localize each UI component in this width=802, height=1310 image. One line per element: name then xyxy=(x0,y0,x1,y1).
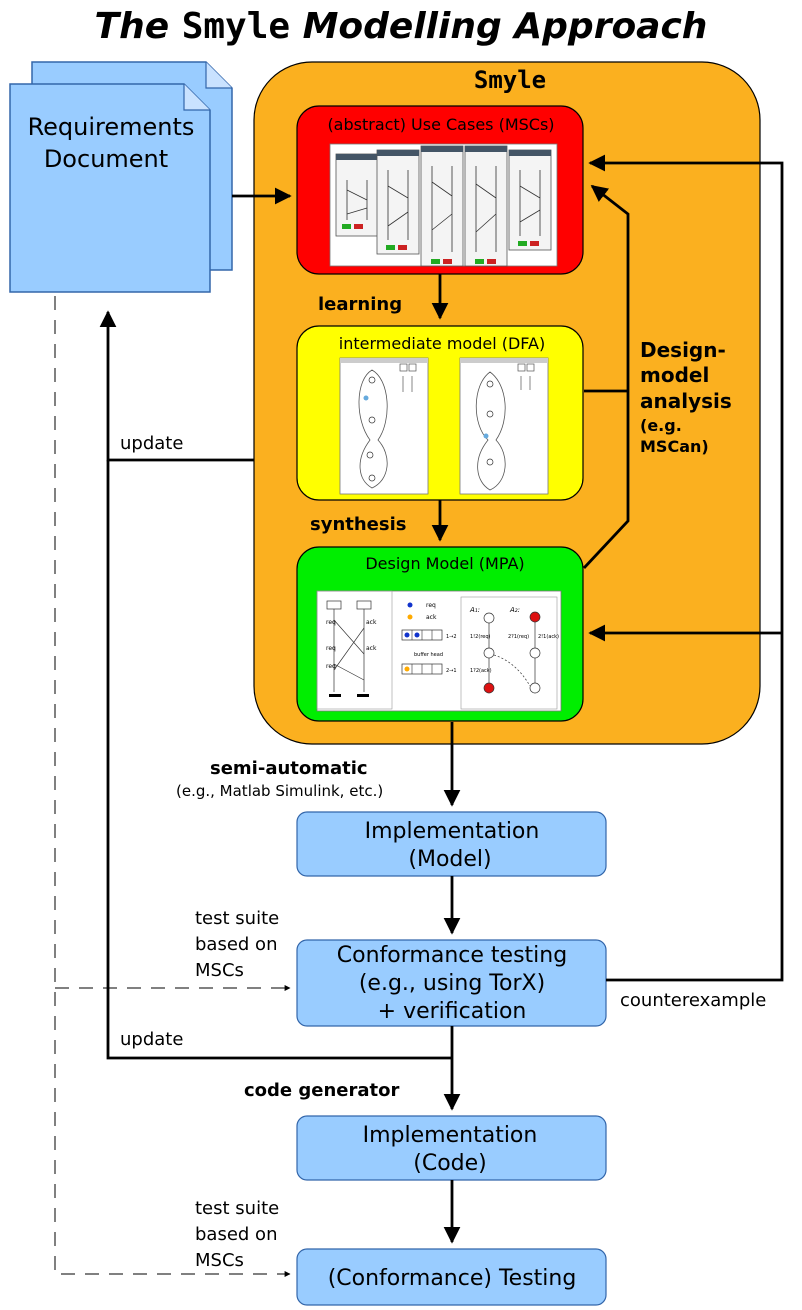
semi-automatic-label: semi-automatic xyxy=(210,758,368,779)
use-cases-box[interactable]: (abstract) Use Cases (MSCs) xyxy=(296,105,584,275)
svg-text:MSCs: MSCs xyxy=(195,1250,244,1271)
svg-text:1?2(ack): 1?2(ack) xyxy=(470,668,492,674)
requirements-line-2: Document xyxy=(44,145,168,173)
design-model-box[interactable]: Design Model (MPA) req ack req ack req r… xyxy=(296,546,584,722)
final-testing-label: (Conformance) Testing xyxy=(328,1266,577,1291)
requirements-line-1: Requirements xyxy=(28,113,195,141)
svg-text:test suite: test suite xyxy=(195,908,279,929)
implementation-code-line-1: Implementation xyxy=(363,1123,538,1148)
svg-text:req: req xyxy=(326,645,336,652)
intermediate-model-box[interactable]: intermediate model (DFA) xyxy=(296,325,584,501)
smyle-label: Smyle xyxy=(474,66,546,94)
dashed-test-suite-lines xyxy=(54,296,291,1277)
svg-text:based on: based on xyxy=(195,934,277,955)
svg-text:MSCs: MSCs xyxy=(195,960,244,981)
code-generator-label: code generator xyxy=(244,1080,400,1101)
conformance-line-3: + verification xyxy=(378,999,527,1024)
update-label-2: update xyxy=(120,1029,183,1050)
svg-text:req: req xyxy=(326,619,336,626)
svg-text:buffer head: buffer head xyxy=(414,652,443,658)
conformance-final-testing-box[interactable]: (Conformance) Testing xyxy=(296,1248,607,1306)
test-suite-label-1: test suite based on MSCs xyxy=(195,908,279,981)
svg-text:ack: ack xyxy=(426,614,437,621)
svg-text:A₁:: A₁: xyxy=(469,606,480,614)
use-cases-label: (abstract) Use Cases (MSCs) xyxy=(327,115,554,134)
svg-text:Design-: Design- xyxy=(640,338,726,362)
svg-text:model: model xyxy=(640,363,709,387)
arrow-counterexample-to-usecases xyxy=(588,154,784,982)
conformance-testing-box[interactable]: Conformance testing (e.g., using TorX) +… xyxy=(296,939,607,1027)
arrow-design-analysis xyxy=(582,184,630,569)
svg-text:req: req xyxy=(326,663,336,670)
svg-text:2!1(ack): 2!1(ack) xyxy=(538,634,559,640)
implementation-code-box[interactable]: Implementation (Code) xyxy=(296,1115,607,1181)
mpa-thumbnail: req ack req ack req req ack 1→2 buffer h… xyxy=(316,590,562,712)
svg-text:1!2(req): 1!2(req) xyxy=(470,634,491,640)
learning-label: learning xyxy=(318,294,402,315)
svg-text:(e.g.: (e.g. xyxy=(640,416,682,435)
conformance-line-2: (e.g., using TorX) xyxy=(359,971,545,996)
implementation-model-box[interactable]: Implementation (Model) xyxy=(296,811,607,877)
update-label-1: update xyxy=(120,433,183,454)
dfa-screenshots-thumbnail xyxy=(339,357,549,495)
conformance-line-1: Conformance testing xyxy=(337,943,567,968)
design-analysis-label: Design- model analysis (e.g. MSCan) xyxy=(640,338,732,456)
design-model-label: Design Model (MPA) xyxy=(365,554,524,573)
arrows xyxy=(99,154,784,1244)
intermediate-model-label: intermediate model (DFA) xyxy=(339,334,545,353)
svg-text:2?1(req): 2?1(req) xyxy=(508,634,529,640)
counterexample-label: counterexample xyxy=(620,990,766,1011)
synthesis-label: synthesis xyxy=(310,514,407,535)
svg-text:MSCan): MSCan) xyxy=(640,437,709,456)
svg-text:analysis: analysis xyxy=(640,389,732,413)
implementation-code-line-2: (Code) xyxy=(413,1151,487,1176)
requirements-document: Requirements Document xyxy=(9,61,233,293)
svg-text:based on: based on xyxy=(195,1224,277,1245)
svg-text:ack: ack xyxy=(366,619,377,626)
implementation-model-line-1: Implementation xyxy=(365,819,540,844)
svg-text:1→2: 1→2 xyxy=(446,634,457,640)
arrow-update-2-line xyxy=(106,460,452,1060)
svg-text:2→1: 2→1 xyxy=(446,668,457,674)
semi-automatic-example: (e.g., Matlab Simulink, etc.) xyxy=(176,782,383,800)
svg-text:ack: ack xyxy=(366,645,377,652)
dashed-arrow-testing xyxy=(54,296,291,1277)
implementation-model-line-2: (Model) xyxy=(408,847,491,872)
svg-text:test suite: test suite xyxy=(195,1198,279,1219)
svg-text:req: req xyxy=(426,602,436,609)
svg-text:A₂:: A₂: xyxy=(509,606,520,614)
page-title: The Smyle Modelling Approach xyxy=(95,6,708,47)
test-suite-label-2: test suite based on MSCs xyxy=(195,1198,279,1271)
msc-screenshots-thumbnail xyxy=(329,143,558,267)
